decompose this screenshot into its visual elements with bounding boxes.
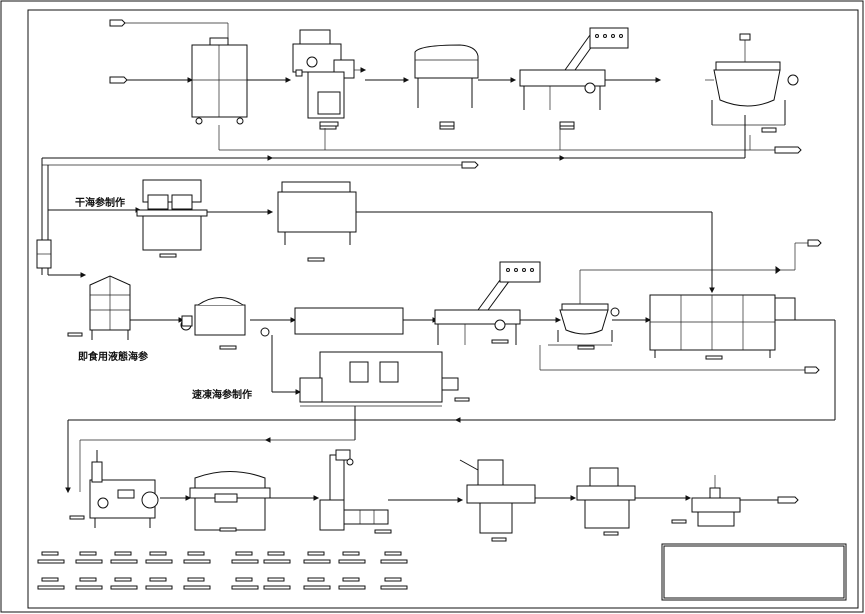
legend-name-box: [338, 585, 366, 590]
legend-name-box: [231, 585, 259, 590]
legend-code-box: [114, 577, 132, 582]
soaking-trough: [414, 44, 479, 127]
legend-name-box: [231, 559, 259, 564]
legend-code-box: [235, 551, 253, 556]
left-feed-line: [36, 158, 142, 278]
legend-code-box: [307, 577, 325, 582]
legend-code-box: [149, 551, 167, 556]
return-line-2: [65, 390, 836, 494]
input-tag-main: [109, 76, 128, 84]
legend-name-box: [380, 585, 408, 590]
sterilizer-line: [319, 449, 392, 534]
legend-code-box: [342, 551, 360, 556]
freezer-cabinet: [649, 294, 796, 360]
legend-code-box: [79, 577, 97, 582]
section-label-instant: 即食用液態海参: [78, 350, 148, 363]
legend-name-box: [303, 585, 331, 590]
row-instant-equipment: [67, 239, 836, 390]
section-label-frozen: 速凍海参制作: [192, 388, 252, 401]
cabinet-tank: [191, 37, 248, 125]
cooking-kettle: [705, 33, 799, 133]
legend-name-box: [145, 559, 173, 564]
storage-tank: [67, 275, 131, 340]
drying-oven: [277, 181, 357, 262]
legend-code-box: [41, 551, 59, 556]
row-1-equipment: [109, 19, 799, 133]
legend-name-box: [183, 585, 211, 590]
legend-name-box: [145, 585, 173, 590]
quick-freezer: [299, 351, 470, 407]
legend-code-box: [307, 551, 325, 556]
labeling-machine: [459, 459, 536, 542]
legend-name-box: [37, 585, 65, 590]
cooking-kettle-2: [557, 285, 620, 350]
conveyor-washer-2: [434, 261, 541, 345]
title-block-inner: [663, 545, 845, 599]
equipment-legend: [37, 551, 408, 590]
legend-name-box: [75, 559, 103, 564]
input-tag-top: [109, 19, 126, 27]
legend-name-box: [263, 559, 291, 564]
grinder-machine: [292, 29, 367, 127]
legend-code-box: [149, 577, 167, 582]
inner-border: [27, 9, 859, 609]
legend-code-box: [267, 551, 285, 556]
tumbler-machine: [180, 297, 270, 350]
legend-code-box: [114, 551, 132, 556]
legend-code-box: [235, 577, 253, 582]
legend-name-box: [380, 559, 408, 564]
legend-code-box: [187, 551, 205, 556]
legend-name-box: [263, 585, 291, 590]
legend-code-box: [342, 577, 360, 582]
legend-code-box: [267, 577, 285, 582]
legend-code-box: [187, 577, 205, 582]
legend-code-box: [384, 551, 402, 556]
legend-code-box: [79, 551, 97, 556]
conveyor-washer: [519, 27, 629, 127]
fin-conveyor: [294, 307, 404, 335]
legend-name-box: [37, 559, 65, 564]
capping-machine: [576, 467, 636, 536]
row-frozen-equipment: [271, 335, 470, 440]
legend-name-box: [110, 559, 138, 564]
press-machine: [136, 179, 208, 258]
legend-name-box: [338, 559, 366, 564]
legend-name-box: [75, 585, 103, 590]
legend-name-box: [183, 559, 211, 564]
row-dried-equipment: [136, 179, 715, 294]
section-label-dried: 干海参制作: [75, 196, 125, 209]
legend-code-box: [384, 577, 402, 582]
legend-name-box: [110, 585, 138, 590]
title-block: [661, 543, 847, 601]
filling-machine: [69, 450, 159, 528]
output-tag: [777, 496, 799, 504]
legend-code-box: [41, 577, 59, 582]
vacuum-packer: [189, 471, 271, 532]
return-line-1: [42, 115, 802, 169]
row-packaging-equipment: [69, 449, 799, 542]
packing-machine: [671, 475, 741, 527]
legend-name-box: [303, 559, 331, 564]
